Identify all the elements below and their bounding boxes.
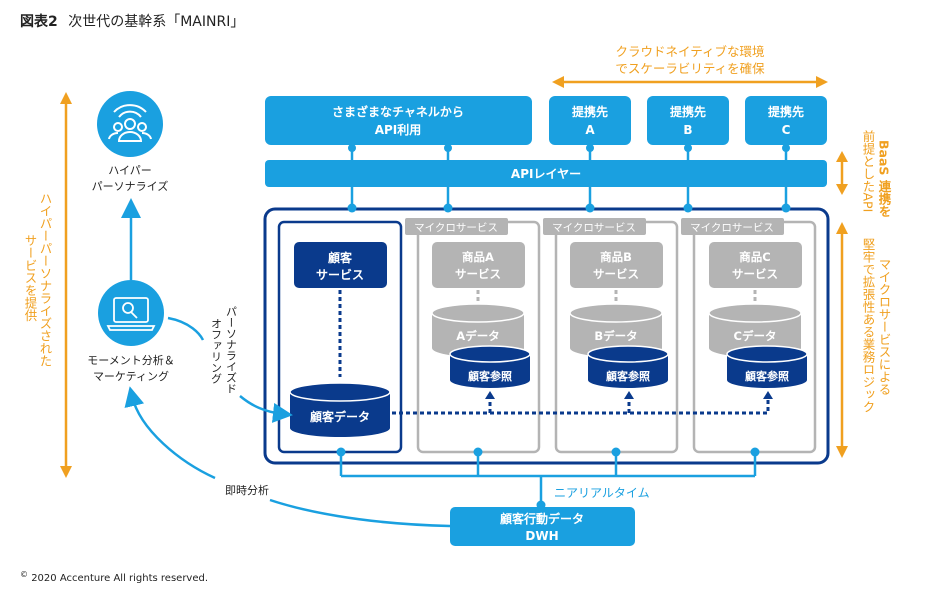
offering-col1: パーソナライズド — [225, 306, 238, 394]
microservice-b-panel: マイクロサービス 商品B サービス Bデータ 顧客参照 — [543, 218, 679, 454]
offering-col2: オファリング — [210, 318, 223, 384]
partner-a-label: 提携先 — [572, 104, 608, 119]
moment-analysis-node: モーメント分析＆ マーケティング — [87, 280, 175, 383]
partner-b-box: 提携先 B — [647, 96, 729, 145]
partner-b-label: 提携先 — [670, 104, 706, 119]
left-annotation-col1: ハイパーパーソナライズされた — [38, 192, 53, 367]
dwh-box: 顧客行動データ DWH — [450, 507, 635, 546]
dwh-line2: DWH — [525, 529, 558, 543]
partner-c-letter: C — [782, 123, 791, 137]
ref-arrow-a-icon — [485, 391, 495, 399]
customer-reference-flow — [392, 398, 770, 415]
baas-col2: 前提としたAPI — [861, 129, 876, 212]
near-realtime-connectors — [339, 452, 757, 508]
moment-analysis-line1: モーメント分析＆ — [87, 353, 175, 367]
hyper-personalize-node: ハイパー パーソナライズ — [92, 91, 169, 193]
partner-b-letter: B — [683, 123, 692, 137]
offering-flow-arrow — [239, 395, 293, 423]
customer-data-cylinder: 顧客データ — [289, 382, 391, 437]
product-b-customer-ref: 顧客参照 — [606, 369, 650, 383]
product-b-service-line1: 商品B — [600, 250, 632, 264]
product-c-data-label: Cデータ — [734, 329, 777, 343]
copyright-text: 2020 Accenture All rights reserved. — [31, 573, 208, 584]
customer-service-panel: 顧客 サービス 顧客データ — [277, 220, 403, 454]
customer-service-line2: サービス — [316, 267, 364, 282]
product-a-data-label: Aデータ — [456, 329, 499, 343]
product-b-data-label: Bデータ — [594, 329, 637, 343]
ref-arrow-b-icon — [624, 391, 634, 399]
product-a-customer-ref: 顧客参照 — [468, 369, 512, 383]
customer-data-label: 顧客データ — [310, 409, 370, 424]
baas-col1: BaaS 連携を — [877, 140, 892, 217]
partner-a-box: 提携先 A — [549, 96, 631, 145]
api-layer-label: APIレイヤー — [511, 167, 581, 181]
near-realtime-label: ニアリアルタイム — [554, 486, 650, 500]
left-annotation-col2: サービスを提供 — [23, 234, 38, 322]
arrow-right-icon — [816, 76, 828, 88]
personalized-offering-label: パーソナライズド オファリング — [210, 306, 238, 394]
figure-number: 図表2 — [20, 13, 58, 30]
top-connectors — [350, 145, 788, 160]
product-b-service-line2: サービス — [593, 267, 639, 281]
scalability-line2: でスケーラビリティを確保 — [615, 61, 765, 76]
microservice-b-tag: マイクロサービス — [552, 222, 636, 234]
microservice-col1: マイクロサービスによる — [877, 258, 892, 396]
product-c-service-line2: サービス — [732, 267, 778, 281]
scalability-line1: クラウドネイティブな環境 — [615, 44, 764, 59]
baas-annotation: BaaS 連携を 前提としたAPI — [836, 129, 892, 217]
offering-flow-start — [167, 316, 205, 341]
instant-analysis-label: 即時分析 — [225, 483, 269, 497]
dwh-line1: 顧客行動データ — [500, 511, 584, 526]
figure-caption: 次世代の基幹系「MAINRI」 — [68, 13, 244, 30]
channels-line2: API利用 — [375, 122, 422, 137]
microservice-c-tag: マイクロサービス — [690, 222, 774, 234]
copyright-symbol: © — [20, 570, 28, 579]
moment-analysis-line2: マーケティング — [93, 369, 169, 383]
microservice-a-tag: マイクロサービス — [414, 222, 498, 234]
product-a-service-line2: サービス — [455, 267, 501, 281]
partner-a-letter: A — [585, 123, 595, 137]
customer-service-box — [294, 242, 387, 288]
microservice-annotation: マイクロサービスによる 堅牢で拡張性ある業務ロジック — [836, 222, 892, 458]
left-annotation: ハイパーパーソナライズされた サービスを提供 — [23, 92, 72, 478]
partner-c-label: 提携先 — [768, 104, 804, 119]
figure-title: 図表2 次世代の基幹系「MAINRI」 — [20, 13, 244, 30]
instant-analysis-arrow — [124, 386, 216, 480]
customer-service-line1: 顧客 — [328, 250, 353, 265]
arrow-left-icon — [552, 76, 564, 88]
arrow-up-icon — [60, 92, 72, 104]
api-layer-bar: APIレイヤー — [265, 160, 827, 187]
core-system-frame — [263, 207, 830, 465]
product-c-customer-ref: 顧客参照 — [745, 369, 789, 383]
partner-c-box: 提携先 C — [745, 96, 827, 145]
channels-api-box: さまざまなチャネルから API利用 — [265, 96, 532, 145]
hyper-personalize-line1: ハイパー — [108, 164, 152, 177]
scalability-annotation: クラウドネイティブな環境 でスケーラビリティを確保 — [552, 44, 828, 88]
ref-arrow-c-icon — [763, 391, 773, 399]
channels-line1: さまざまなチャネルから — [332, 104, 464, 119]
product-a-service-line1: 商品A — [462, 250, 494, 264]
copyright: © 2020 Accenture All rights reserved. — [20, 569, 208, 584]
arrow-down-icon — [60, 466, 72, 478]
people-wifi-icon — [97, 91, 163, 157]
microservice-c-panel: マイクロサービス 商品C サービス Cデータ 顧客参照 — [681, 218, 817, 454]
hyper-personalize-line2: パーソナライズ — [92, 179, 169, 193]
instant-analysis-flow — [269, 498, 451, 528]
microservice-col2: 堅牢で拡張性ある業務ロジック — [861, 238, 876, 413]
microservice-a-panel: マイクロサービス 商品A サービス Aデータ 顧客参照 — [405, 218, 541, 454]
product-c-service-line1: 商品C — [739, 250, 770, 264]
